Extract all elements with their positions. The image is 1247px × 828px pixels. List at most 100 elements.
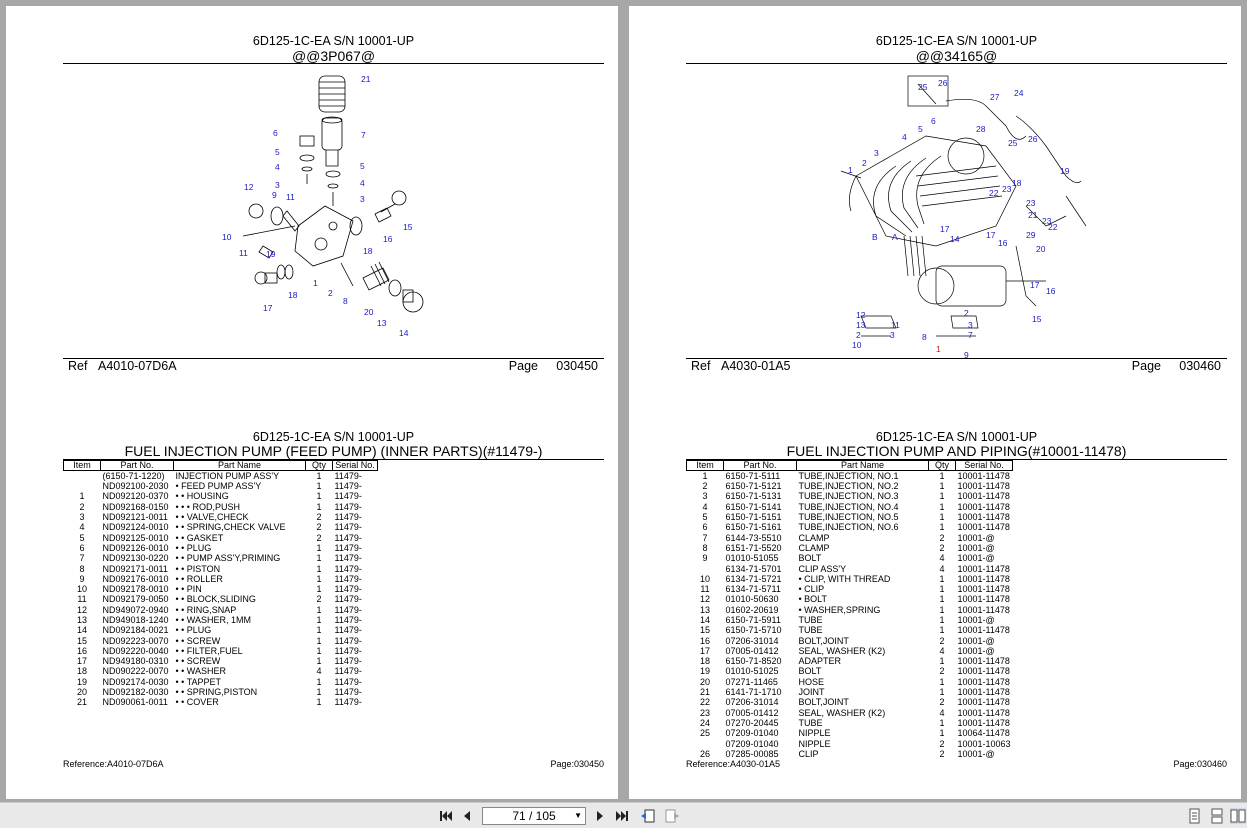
- last-page-icon[interactable]: [614, 808, 630, 824]
- cell-part-name: TUBE,INJECTION, NO.3: [798, 491, 899, 502]
- cell-item: 1: [79, 491, 85, 502]
- cell-item: 13: [76, 615, 87, 625]
- page-number-select[interactable]: 71 / 105 ▼: [482, 807, 586, 825]
- svg-text:B: B: [872, 232, 878, 242]
- cell-item: 7: [702, 532, 708, 543]
- cell-item: [64, 471, 101, 482]
- cell-part-name: BOLT,JOINT: [798, 635, 849, 646]
- cell-item: 2: [79, 501, 85, 512]
- cell-part-name: TUBE,INJECTION, NO.5: [798, 512, 899, 523]
- first-page-icon[interactable]: [438, 808, 454, 824]
- svg-text:5: 5: [360, 161, 365, 171]
- svg-text:15: 15: [1032, 314, 1042, 324]
- cell-part-name: BOLT: [798, 666, 822, 677]
- drawing-bottom-rule: [686, 358, 1227, 359]
- cell-item: [64, 481, 101, 491]
- ref-label: Ref: [691, 359, 711, 373]
- cell-part-no: ND092184-0021: [102, 625, 169, 636]
- column-header-part-name: Part Name: [796, 460, 929, 471]
- cell-item: [687, 563, 724, 573]
- svg-text:3: 3: [874, 148, 879, 158]
- svg-text:11: 11: [891, 320, 900, 330]
- cell-part-no: ND092220-0040: [102, 645, 169, 656]
- cell-qty: 1: [316, 471, 322, 481]
- cell-serial: 10001-11478: [957, 625, 1010, 636]
- svg-text:20: 20: [364, 307, 374, 317]
- cell-qty: 1: [316, 604, 322, 615]
- cell-qty: 1: [939, 615, 945, 625]
- cell-part-no: 01010-50630: [725, 594, 779, 605]
- cell-part-no: ND092126-0010: [102, 542, 169, 553]
- svg-text:22: 22: [1048, 222, 1058, 232]
- cell-serial: 11479-: [334, 584, 362, 595]
- model-label: 6D125-1C-EA S/N 10001-UP: [875, 34, 1038, 48]
- next-page-icon[interactable]: [592, 808, 608, 824]
- svg-text:4: 4: [360, 178, 365, 188]
- cell-qty: 1: [939, 728, 945, 739]
- cell-part-no: 07209-01040: [725, 738, 779, 749]
- cell-item: 5: [702, 512, 708, 523]
- single-page-view-icon[interactable]: [1186, 808, 1202, 824]
- svg-text:17: 17: [263, 303, 273, 313]
- cell-part-no: ND092168-0150: [102, 501, 169, 512]
- cell-qty: 1: [939, 604, 945, 615]
- svg-text:4: 4: [902, 132, 907, 142]
- cell-qty: 1: [316, 501, 322, 512]
- cell-qty: 1: [939, 594, 945, 605]
- cell-part-name: • • COVER: [175, 697, 219, 708]
- cell-part-no: ND949018-1240: [102, 615, 169, 625]
- cell-qty: 2: [939, 542, 945, 553]
- cell-item: 10: [76, 584, 87, 595]
- cell-item: 20: [699, 676, 710, 687]
- svg-text:5: 5: [918, 124, 923, 134]
- continuous-view-icon[interactable]: [1209, 808, 1225, 824]
- parts-table-header: Item Part No. Part Name Qty Serial No.: [63, 460, 378, 471]
- cell-qty: 1: [939, 573, 945, 584]
- cell-qty: 2: [939, 635, 945, 646]
- svg-text:21: 21: [1028, 210, 1038, 220]
- cell-part-name: • • WASHER: [175, 666, 226, 677]
- cell-part-name: • • SPRING,PISTON: [175, 687, 258, 698]
- svg-text:12: 12: [244, 182, 254, 192]
- cell-item: 15: [76, 635, 87, 646]
- footer-page: Page:030450: [550, 759, 604, 769]
- cell-item: 16: [76, 645, 87, 656]
- cell-qty: 1: [939, 491, 945, 502]
- svg-text:13: 13: [856, 320, 866, 330]
- cell-qty: 4: [316, 666, 322, 677]
- viewer-toolbar: 71 / 105 ▼: [0, 802, 1247, 828]
- cell-item: 11: [700, 584, 710, 595]
- cell-serial: 10001-@: [957, 748, 995, 759]
- forward-view-icon[interactable]: [664, 808, 680, 824]
- cell-part-name: • • SCREW: [175, 656, 221, 667]
- svg-text:26: 26: [1028, 134, 1038, 144]
- chevron-down-icon: ▼: [574, 811, 582, 820]
- cell-serial: 11479-: [334, 553, 362, 564]
- cell-part-no: ND092125-0010: [102, 532, 169, 543]
- cell-part-no: 01602-20619: [725, 604, 779, 615]
- facing-view-icon[interactable]: [1230, 808, 1246, 824]
- cell-serial: 11479-: [334, 501, 362, 512]
- cell-part-no: ND092124-0010: [102, 522, 169, 533]
- back-view-icon[interactable]: [640, 808, 656, 824]
- cell-part-no: 01010-51025: [725, 666, 779, 677]
- cell-part-name: ADAPTER: [798, 656, 842, 667]
- cell-part-name: SEAL, WASHER (K2): [798, 645, 886, 656]
- cell-qty: 2: [316, 594, 322, 605]
- cell-part-no: ND090222-0070: [102, 666, 169, 677]
- cell-serial: 11479-: [334, 471, 362, 481]
- previous-page-icon[interactable]: [459, 808, 475, 824]
